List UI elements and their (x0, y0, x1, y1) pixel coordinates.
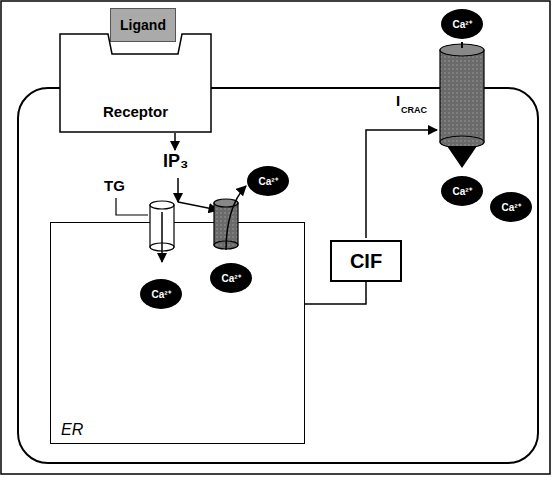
ip3-channel (214, 186, 246, 250)
drug-label: TG (104, 177, 125, 194)
arrow (178, 202, 218, 210)
serca-pump (150, 201, 174, 262)
signal-line (366, 130, 437, 238)
arrow (174, 133, 176, 150)
current-label: I (396, 92, 400, 109)
calcium-ion: Ca²⁺ (247, 166, 289, 196)
ion-label: Ca²⁺ (258, 174, 277, 188)
calcium-ion: Ca²⁺ (490, 192, 532, 222)
calcium-ion: Ca²⁺ (441, 9, 483, 39)
ion-label: Ca²⁺ (151, 287, 170, 301)
node-label: Receptor (103, 103, 168, 120)
receptor-box: Receptor (58, 22, 213, 134)
signal-connector (305, 282, 366, 304)
ion-label: Ca²⁺ (452, 17, 471, 31)
cif-box: CIF (330, 240, 402, 282)
ion-label: Ca²⁺ (452, 184, 471, 198)
ion-label: Ca²⁺ (221, 271, 240, 285)
er-compartment: ER Ca²⁺ Ca²⁺ (50, 222, 305, 444)
crac-channel (440, 42, 484, 168)
calcium-ion: Ca²⁺ (140, 279, 182, 309)
messenger-label: IP₃ (163, 151, 188, 172)
current-subscript: CRAC (401, 105, 427, 115)
node-label: Ligand (120, 17, 166, 33)
arrow (177, 178, 179, 202)
ion-label: Ca²⁺ (501, 200, 520, 214)
ligand-box: Ligand (110, 8, 176, 42)
cell-membrane (18, 88, 538, 463)
calcium-ion: Ca²⁺ (441, 176, 483, 206)
node-label: CIF (350, 250, 382, 273)
leader-line (116, 198, 148, 215)
calcium-ion: Ca²⁺ (210, 263, 252, 293)
node-label: ER (61, 421, 83, 439)
